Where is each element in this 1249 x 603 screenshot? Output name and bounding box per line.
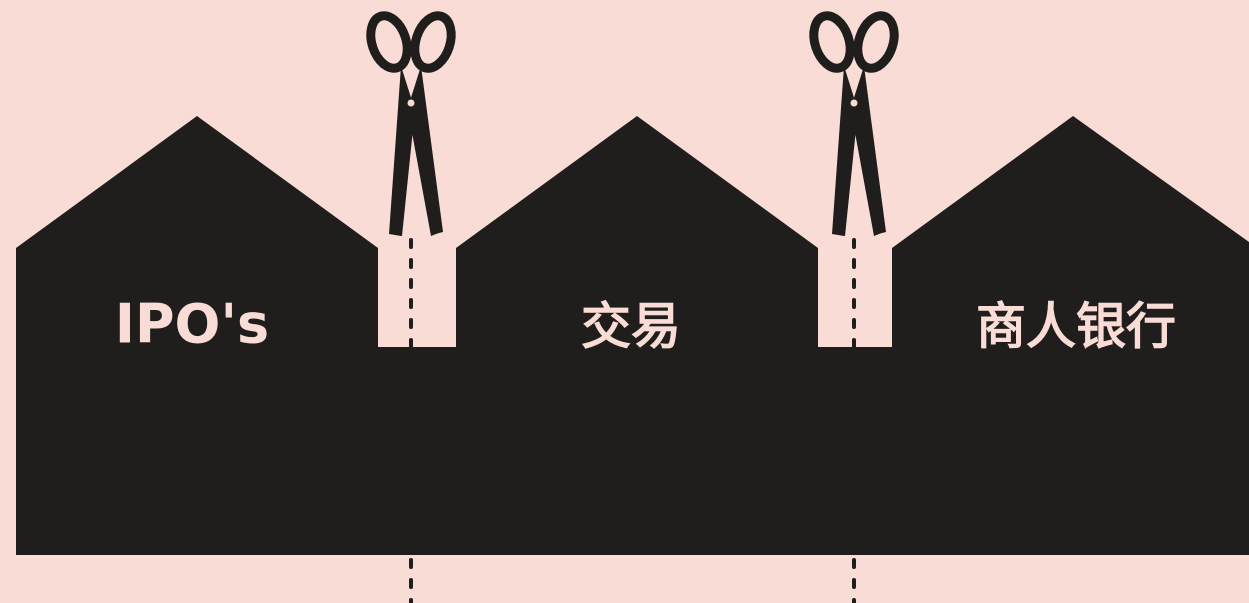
- house-label-ipos: IPO's: [115, 293, 269, 356]
- house-silhouette: [16, 116, 1249, 555]
- house-label-trading: 交易: [581, 298, 681, 356]
- scissors-icon: [366, 11, 456, 236]
- scissors-icon: [809, 11, 899, 236]
- house-label-merchant-banking: 商人银行: [976, 298, 1176, 356]
